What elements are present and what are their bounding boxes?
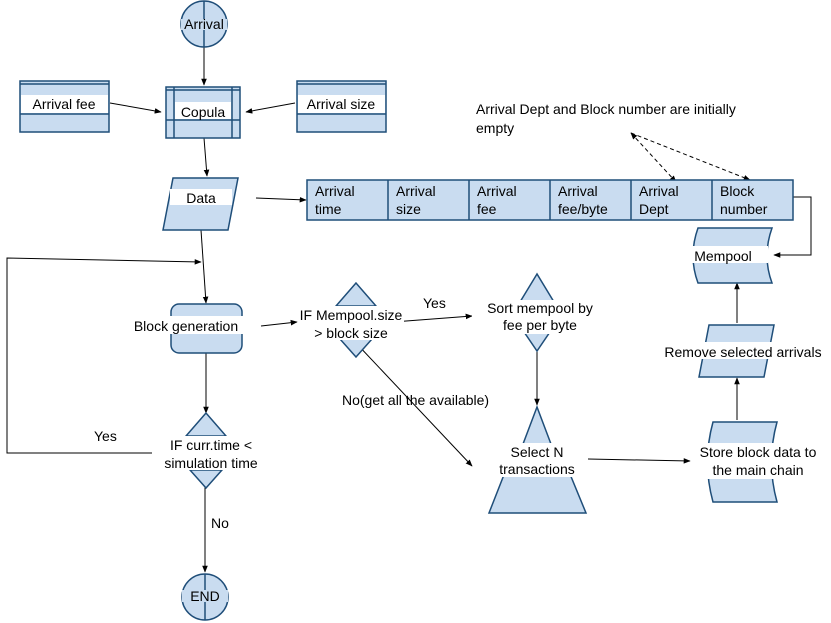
table-col-3-line-1: Arrival [477, 183, 517, 199]
edge-label-no-end: No [211, 515, 229, 531]
select-n-line-1: Select N [511, 444, 564, 460]
edge-blockgen-check [260, 319, 298, 327]
store-block-node: Store block data to the main chain [692, 421, 824, 503]
mempool-check-node: IF Mempool.size > block size [298, 281, 404, 359]
store-block-line-2: the main chain [712, 462, 803, 478]
remove-selected-label: Remove selected arrivals [664, 344, 821, 360]
annotation-line-2: empty [476, 120, 514, 136]
edge-table-mempool [773, 196, 812, 258]
table-col-5-line-2: Dept [639, 201, 669, 217]
edge-size-copula [245, 102, 296, 114]
time-check-line-2: simulation time [164, 455, 258, 471]
time-check-node: IF curr.time < simulation time [154, 411, 264, 490]
sort-mempool-line-2: fee per byte [503, 317, 577, 333]
copula-label: Copula [181, 104, 226, 120]
edge-labels: Yes No(get all the available) Yes No [94, 295, 489, 531]
annotation: Arrival Dept and Block number are initia… [476, 101, 736, 136]
end-terminal: END [181, 573, 229, 621]
arrival-fee-node: Arrival fee [19, 80, 110, 133]
end-label: END [190, 588, 220, 604]
arrival-size-node: Arrival size [296, 80, 387, 133]
mempool-label: Mempool [694, 248, 752, 264]
edge-fee-copula [109, 102, 162, 114]
table-col-5-line-1: Arrival [639, 183, 679, 199]
sort-mempool-node: Sort mempool by fee per byte [472, 272, 608, 353]
mempool-check-line-1: IF Mempool.size [300, 307, 403, 323]
arrival-fee-label: Arrival fee [32, 96, 95, 112]
store-block-line-1: Store block data to [700, 444, 817, 460]
edge-note-dept [630, 132, 677, 183]
table-col-3-line-2: fee [477, 201, 497, 217]
data-node: Data [162, 177, 239, 231]
remove-selected-node: Remove selected arrivals [655, 324, 831, 378]
edge-label-yes-loop: Yes [94, 428, 117, 444]
sort-mempool-line-1: Sort mempool by [487, 300, 593, 316]
table-col-1-line-2: time [315, 201, 342, 217]
arrival-terminal: Arrival [180, 0, 228, 48]
data-label: Data [186, 190, 216, 206]
block-generation-label: Block generation [134, 318, 238, 334]
copula-node: Copula [165, 86, 241, 139]
mempool-check-line-2: > block size [314, 325, 388, 341]
block-generation-node: Block generation [124, 303, 248, 354]
table-col-4-line-1: Arrival [558, 183, 598, 199]
table-col-4-line-2: fee/byte [558, 201, 608, 217]
edge-label-no-select: No(get all the available) [342, 392, 489, 408]
edge-select-store [587, 458, 691, 464]
time-check-line-1: IF curr.time < [170, 437, 252, 453]
select-n-line-2: transactions [499, 461, 574, 477]
table-col-2-line-2: size [396, 201, 421, 217]
arrival-size-label: Arrival size [307, 96, 376, 112]
data-table-dividers [387, 180, 713, 220]
table-col-2-line-1: Arrival [396, 183, 436, 199]
data-table: Arrival time Arrival size Arrival fee Ar… [306, 179, 794, 221]
table-col-1-line-1: Arrival [315, 183, 355, 199]
select-n-node: Select N transactions [487, 404, 588, 514]
edges [6, 47, 812, 573]
table-col-6-line-2: number [720, 201, 768, 217]
edge-check-sort [392, 313, 473, 323]
edge-data-blockgen [200, 229, 209, 304]
edge-check-select [355, 342, 473, 467]
arrival-label: Arrival [184, 16, 224, 32]
edge-note-block [630, 132, 751, 181]
edge-loop-yes [6, 257, 202, 454]
table-col-6-line-1: Block [720, 183, 755, 199]
edge-data-table [255, 196, 307, 203]
edge-label-yes-sort: Yes [423, 295, 446, 311]
annotation-line-1: Arrival Dept and Block number are initia… [476, 101, 736, 117]
edge-copula-data [203, 137, 210, 177]
mempool-node: Mempool [688, 227, 774, 284]
